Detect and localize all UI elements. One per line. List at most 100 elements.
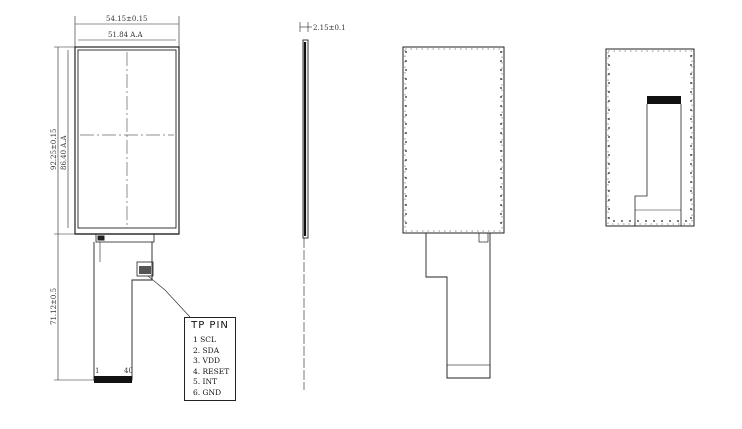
edge-dot — [608, 208, 610, 210]
edge-dot — [637, 220, 639, 222]
edge-dot — [500, 159, 502, 161]
tp-pin-list: 1 SCL 2. SDA 3. VDD 4. RESET 5. INT 6. G… — [193, 335, 229, 399]
edge-dot — [608, 109, 610, 111]
edge-dot — [690, 127, 692, 129]
tp-pin-item: 5. INT — [193, 377, 218, 387]
edge-dot — [500, 69, 502, 71]
edge-dot — [690, 118, 692, 120]
back-view-small — [605, 48, 695, 227]
edge-dot — [690, 208, 692, 210]
edge-dot — [608, 100, 610, 102]
active-height-label: 86.40 A.A — [60, 134, 68, 170]
edge-dot — [500, 132, 502, 134]
edge-dot — [608, 73, 610, 75]
edge-dot — [500, 195, 502, 197]
edge-dot — [405, 204, 407, 206]
edge-dot — [685, 220, 687, 222]
edge-dot — [500, 177, 502, 179]
edge-dot — [500, 114, 502, 116]
active-width-label: 51.84 A.A — [108, 31, 144, 39]
tp-pin-item: 3. VDD — [193, 356, 220, 366]
edge-dot — [608, 55, 610, 57]
edge-dot — [608, 181, 610, 183]
edge-dot — [621, 220, 623, 222]
edge-dot — [405, 132, 407, 134]
edge-dot — [690, 91, 692, 93]
edge-dot — [608, 127, 610, 129]
edge-dot — [690, 163, 692, 165]
edge-dot — [690, 145, 692, 147]
edge-dot — [690, 136, 692, 138]
edge-dot — [608, 82, 610, 84]
edge-dot — [608, 190, 610, 192]
edge-dot — [405, 177, 407, 179]
edge-dot — [500, 105, 502, 107]
edge-dot — [690, 154, 692, 156]
edge-dot — [608, 64, 610, 66]
edge-dot — [405, 51, 407, 53]
edge-dot — [653, 220, 655, 222]
edge-dot — [405, 78, 407, 80]
edge-dot — [405, 123, 407, 125]
edge-dot — [690, 64, 692, 66]
edge-dot — [500, 186, 502, 188]
edge-dot — [500, 222, 502, 224]
edge-dot — [405, 105, 407, 107]
edge-dot — [629, 220, 631, 222]
edge-dot — [690, 109, 692, 111]
back-view — [402, 46, 505, 379]
edge-dot — [405, 60, 407, 62]
edge-dot — [500, 204, 502, 206]
edge-dot — [500, 150, 502, 152]
edge-dot — [661, 220, 663, 222]
edge-dot — [690, 181, 692, 183]
edge-dot — [690, 199, 692, 201]
edge-dot — [500, 213, 502, 215]
edge-dot — [500, 168, 502, 170]
outline-width-label: 54.15±0.15 — [106, 15, 148, 23]
tp-pin-item: 6. GND — [193, 387, 222, 397]
tp-pin-title: TP PIN — [191, 320, 229, 331]
edge-dot — [405, 159, 407, 161]
edge-dot — [690, 82, 692, 84]
edge-dot — [405, 141, 407, 143]
tp-pin-table: TP PIN 1 SCL 2. SDA 3. VDD 4. RESET 5. I… — [184, 317, 236, 401]
edge-dot — [608, 163, 610, 165]
edge-dot — [677, 220, 679, 222]
edge-dot — [608, 118, 610, 120]
edge-dot — [500, 141, 502, 143]
fpc-pin-last: 40 — [124, 367, 133, 375]
edge-dot — [645, 220, 647, 222]
thickness-label: 2.15±0.1 — [313, 24, 346, 32]
edge-dot — [608, 145, 610, 147]
edge-dot — [405, 114, 407, 116]
tp-pin-item: 4. RESET — [193, 366, 230, 376]
fpc-length-label: 71.12±0.5 — [50, 288, 58, 325]
tp-pin-item: 2. SDA — [193, 345, 220, 355]
edge-dot — [405, 87, 407, 89]
front-view — [54, 16, 191, 383]
edge-dot — [405, 150, 407, 152]
edge-dot — [405, 222, 407, 224]
edge-dot — [500, 60, 502, 62]
fpc-pin-first: 1 — [95, 367, 99, 375]
edge-dot — [500, 123, 502, 125]
edge-dot — [690, 100, 692, 102]
edge-dot — [690, 217, 692, 219]
edge-dot — [690, 172, 692, 174]
edge-dot — [405, 69, 407, 71]
edge-dot — [405, 213, 407, 215]
edge-dot — [405, 195, 407, 197]
edge-dot — [500, 96, 502, 98]
edge-dot — [613, 220, 615, 222]
edge-dot — [690, 55, 692, 57]
edge-dot — [608, 199, 610, 201]
edge-dot — [405, 96, 407, 98]
tp-pin-item: 1 SCL — [193, 335, 217, 344]
outline-height-label: 92.25±0.15 — [50, 129, 58, 171]
edge-dot — [608, 154, 610, 156]
edge-dot — [500, 87, 502, 89]
edge-dot — [669, 220, 671, 222]
edge-dot — [608, 91, 610, 93]
